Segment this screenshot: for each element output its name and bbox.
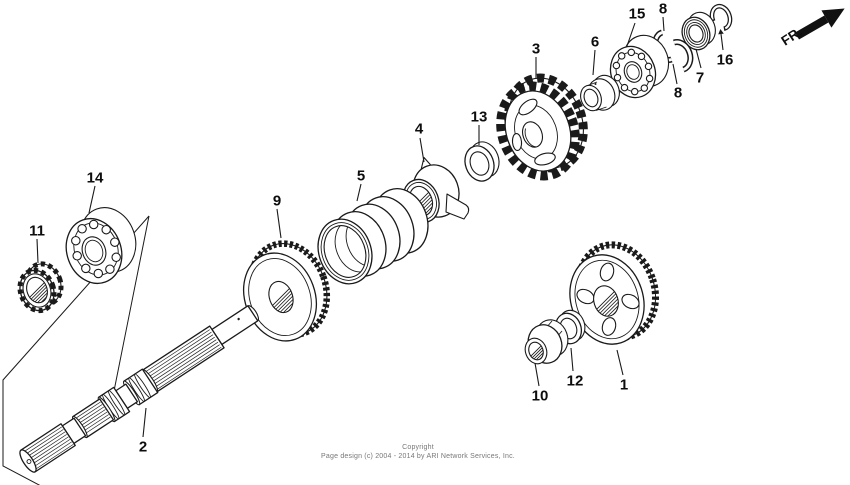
part-3-gear xyxy=(496,73,588,181)
callout-label-8b: 8 xyxy=(674,84,682,101)
shaft-end-hole xyxy=(26,459,32,465)
callout-arrowhead-16 xyxy=(718,29,724,35)
callout-leader-7 xyxy=(695,48,702,69)
part-5-coil-spring xyxy=(317,188,429,285)
shaft-oil-hole xyxy=(237,317,240,321)
part-9-gear xyxy=(243,240,331,342)
callout-leader-14 xyxy=(88,185,96,214)
part-11-spline-washer xyxy=(17,261,64,314)
part-7-oil-seal xyxy=(681,11,716,51)
callout-leader-4 xyxy=(419,137,425,163)
castellation-band xyxy=(17,267,57,314)
callout-label-10: 10 xyxy=(532,387,549,404)
callout-leader-11 xyxy=(36,238,39,264)
gear-pocket xyxy=(534,152,556,166)
ratchet-side-tab xyxy=(445,193,470,220)
copyright-footer: Copyright Page design (c) 2004 - 2014 by… xyxy=(0,444,836,462)
callout-label-6: 6 xyxy=(591,33,599,50)
gear-pocket xyxy=(511,132,523,152)
callout-leader-16 xyxy=(720,33,724,51)
part-15-ball-bearing xyxy=(609,34,670,99)
copyright-line1: Copyright xyxy=(402,444,434,451)
part-14-ball-bearing xyxy=(65,207,137,285)
callout-label-8a: 8 xyxy=(659,0,667,17)
gear-hole xyxy=(621,293,640,310)
callout-label-11: 11 xyxy=(29,222,45,239)
callout-leader-1 xyxy=(616,349,624,376)
callout-label-9: 9 xyxy=(273,192,281,209)
part-8-bearing-half-lower xyxy=(673,39,694,73)
part-10-lock-nut xyxy=(524,319,569,365)
gear-hole xyxy=(599,262,615,282)
callout-leader-12 xyxy=(570,347,574,372)
callout-label-1: 1 xyxy=(620,376,628,393)
callout-label-14: 14 xyxy=(87,169,104,186)
callout-label-4: 4 xyxy=(415,120,424,137)
part-1-gear xyxy=(569,241,660,345)
part-6-collar xyxy=(580,74,620,112)
callout-label-13: 13 xyxy=(471,108,488,125)
callout-leader-8a xyxy=(662,16,665,32)
callout-leader-9 xyxy=(276,208,282,239)
callout-label-7: 7 xyxy=(696,69,704,86)
collar-oil-hole xyxy=(594,83,597,85)
callout-label-2: 2 xyxy=(139,438,147,455)
callout-leader-2 xyxy=(142,407,147,438)
assembly-plane-outline xyxy=(2,215,150,485)
fr-direction-arrow-icon xyxy=(795,8,845,40)
callout-leader-5 xyxy=(356,183,362,202)
gear-hole xyxy=(601,317,617,336)
callout-label-3: 3 xyxy=(532,40,540,57)
callout-leader-10 xyxy=(534,362,540,387)
callout-label-15: 15 xyxy=(629,5,646,22)
callout-leader-8b xyxy=(672,63,678,85)
callout-label-12: 12 xyxy=(567,372,584,389)
part-2-shaft xyxy=(19,305,259,473)
copyright-line2: Page design (c) 2004 - 2014 by ARI Netwo… xyxy=(321,452,515,460)
callout-label-5: 5 xyxy=(357,167,365,184)
part-13-washer xyxy=(464,141,500,182)
callout-label-16: 16 xyxy=(717,51,734,68)
gear-pocket xyxy=(518,98,538,116)
callout-leader-6 xyxy=(592,49,596,76)
callout-leader-15 xyxy=(626,22,636,47)
